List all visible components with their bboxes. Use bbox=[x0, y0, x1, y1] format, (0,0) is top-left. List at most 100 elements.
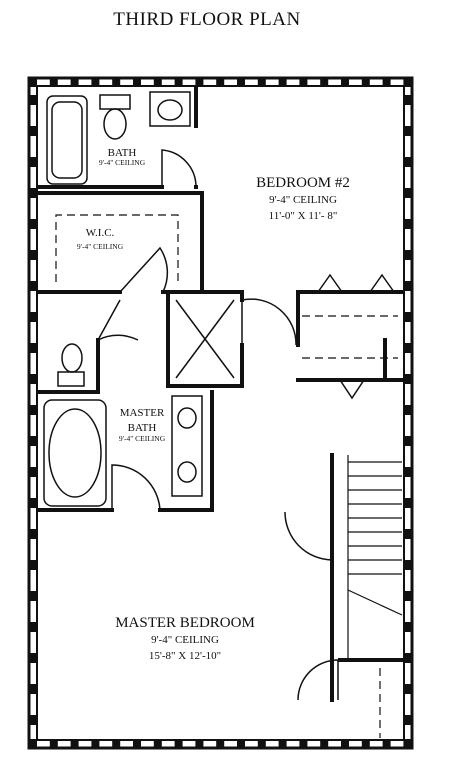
wall-post bbox=[404, 95, 412, 105]
master-bath-name-line2: BATH bbox=[128, 422, 157, 434]
wall-post bbox=[404, 126, 412, 136]
wall-post bbox=[29, 95, 37, 105]
wall-post bbox=[341, 77, 349, 87]
wall-post bbox=[174, 77, 183, 87]
wall-post bbox=[195, 739, 204, 749]
wall-post bbox=[404, 219, 412, 229]
wall-post bbox=[361, 739, 370, 749]
wall-post bbox=[112, 77, 121, 87]
master-bath-name-line1: MASTER bbox=[120, 407, 165, 419]
wall-post bbox=[404, 343, 412, 353]
wall-post bbox=[29, 219, 37, 229]
master-bedroom-name: MASTER BEDROOM bbox=[115, 615, 255, 631]
wall-post bbox=[29, 622, 37, 632]
wall-post bbox=[216, 77, 225, 87]
wall-post bbox=[404, 405, 412, 415]
wall-post bbox=[278, 77, 287, 87]
wall-post bbox=[70, 77, 79, 87]
bedroom2-ceiling: 9'-4" CEILING bbox=[269, 194, 337, 206]
bedroom2-name: BEDROOM #2 bbox=[256, 175, 350, 191]
wall-post bbox=[29, 684, 37, 694]
wall-post bbox=[404, 653, 412, 663]
wall-post bbox=[382, 739, 391, 749]
wic-name: W.I.C. bbox=[86, 227, 115, 239]
wall-post bbox=[29, 126, 37, 136]
wall-post bbox=[320, 77, 329, 87]
wall-post bbox=[70, 739, 79, 749]
wall-post bbox=[29, 374, 37, 384]
stair-tread bbox=[347, 589, 403, 616]
wall-post bbox=[29, 653, 37, 663]
plan-title: THIRD FLOOR PLAN bbox=[113, 9, 300, 30]
wall-post bbox=[153, 77, 162, 87]
master-bath-ceiling: 9'-4" CEILING bbox=[119, 434, 166, 443]
wall-post bbox=[361, 77, 370, 87]
wall-post bbox=[403, 77, 412, 87]
wall-post bbox=[29, 436, 37, 446]
wall-post bbox=[29, 281, 37, 291]
wall-post bbox=[29, 591, 37, 601]
wall-post bbox=[29, 188, 37, 198]
wall-post bbox=[404, 498, 412, 508]
wall-post bbox=[29, 250, 37, 260]
wall-post bbox=[404, 684, 412, 694]
wall-post bbox=[29, 157, 37, 167]
wall-post bbox=[278, 739, 287, 749]
wall-post bbox=[133, 77, 141, 87]
wall-post bbox=[216, 739, 225, 749]
wall-post bbox=[29, 498, 37, 508]
wall-post bbox=[257, 77, 266, 87]
master-bedroom-size: 15'-8" X 12'-10" bbox=[149, 650, 221, 662]
bedroom2-size: 11'-0" X 11'- 8" bbox=[269, 210, 338, 222]
wall-post bbox=[341, 739, 349, 749]
wall-post bbox=[174, 739, 183, 749]
wall-post bbox=[404, 467, 412, 477]
wall-post bbox=[404, 281, 412, 291]
master-bedroom-ceiling: 9'-4" CEILING bbox=[151, 634, 219, 646]
wic-ceiling: 9'-4" CEILING bbox=[77, 242, 124, 251]
wall-post bbox=[29, 312, 37, 322]
wall-post bbox=[299, 77, 308, 87]
bath-ceiling: 9'-4" CEILING bbox=[99, 158, 146, 167]
wall-post bbox=[29, 715, 37, 725]
wall-post bbox=[195, 77, 204, 87]
room-labels: BATH 9'-4" CEILING BEDROOM #2 9'-4" CEIL… bbox=[77, 147, 350, 662]
wall-post bbox=[404, 312, 412, 322]
wall-post bbox=[29, 405, 37, 415]
wall-post bbox=[404, 560, 412, 570]
wall-post bbox=[29, 77, 37, 87]
wall-post bbox=[133, 739, 141, 749]
wall-post bbox=[49, 77, 58, 87]
wall-post bbox=[29, 739, 37, 749]
wall-posts bbox=[29, 77, 412, 749]
wall-post bbox=[29, 529, 37, 539]
wall-post bbox=[299, 739, 308, 749]
staircase bbox=[347, 455, 403, 660]
interior-walls bbox=[36, 86, 404, 702]
wall-post bbox=[404, 157, 412, 167]
wall-post bbox=[404, 715, 412, 725]
door-swings bbox=[97, 149, 395, 701]
wall-post bbox=[91, 77, 100, 87]
wall-post bbox=[404, 591, 412, 601]
wall-post bbox=[257, 739, 266, 749]
wall-post bbox=[112, 739, 121, 749]
wall-post bbox=[29, 560, 37, 570]
wall-post bbox=[91, 739, 100, 749]
closet-shelves bbox=[55, 214, 398, 738]
wall-post bbox=[404, 188, 412, 198]
wall-post bbox=[404, 622, 412, 632]
fixtures bbox=[43, 91, 235, 507]
wall-post bbox=[404, 529, 412, 539]
wall-post bbox=[404, 436, 412, 446]
wall-post bbox=[49, 739, 58, 749]
wall-post bbox=[237, 77, 245, 87]
bath-name: BATH bbox=[108, 147, 137, 159]
wall-post bbox=[404, 250, 412, 260]
wall-post bbox=[320, 739, 329, 749]
wall-post bbox=[29, 467, 37, 477]
wall-post bbox=[153, 739, 162, 749]
wall-post bbox=[382, 77, 391, 87]
wall-post bbox=[29, 343, 37, 353]
